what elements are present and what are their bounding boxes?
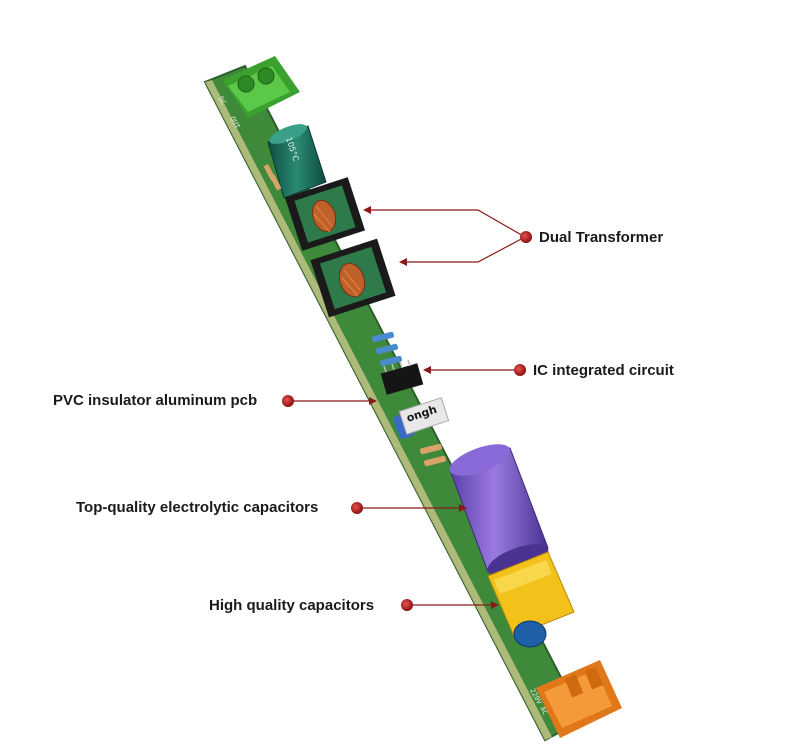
marking-dc: DC (216, 95, 227, 106)
film-capacitor (487, 551, 575, 637)
callout-dot-ic (514, 364, 526, 376)
callout-electrolytic: Top-quality electrolytic capacitors (76, 499, 319, 516)
marking-ac: AC (538, 705, 549, 716)
small-capacitor (393, 397, 450, 439)
ic-chip (380, 359, 424, 395)
leader-transformer-1 (366, 209, 526, 238)
transformer-1 (284, 177, 366, 251)
leader-transformer-2 (402, 236, 526, 263)
resistor-group-lower (420, 443, 446, 467)
callout-dual-transformer: Dual Transformer (539, 229, 664, 246)
resistor-group-top (263, 163, 282, 191)
input-terminal-block (536, 660, 622, 738)
callout-dot-capacitors (401, 599, 413, 611)
pcb-board-bevel (205, 80, 552, 740)
callout-dot-transformer (520, 231, 532, 243)
callout-dot-pcb (282, 395, 294, 407)
disc-capacitor (513, 620, 547, 648)
output-capacitor (267, 124, 327, 199)
arrow-heads (363, 206, 499, 609)
leader-lines (288, 209, 526, 606)
callout-ic: IC integrated circuit (533, 362, 674, 379)
output-terminal-block (222, 56, 300, 118)
callout-capacitors: High quality capacitors (209, 597, 375, 614)
callout-dot-electrolytic (351, 502, 363, 514)
electrolytic-capacitor (449, 444, 549, 576)
transformer-2 (310, 238, 396, 318)
resistor-group-mid (372, 331, 402, 367)
callout-pcb: PVC insulator aluminum pcb (53, 392, 258, 409)
